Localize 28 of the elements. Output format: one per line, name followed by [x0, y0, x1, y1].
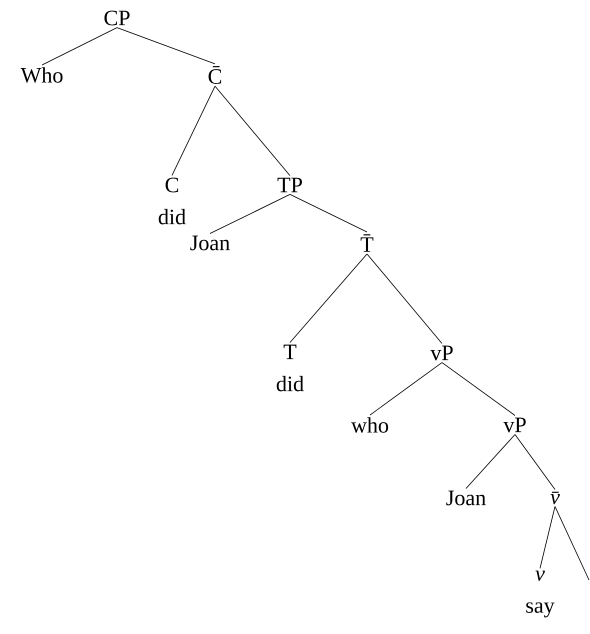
branch-line — [116, 27, 216, 64]
tree-label: v̄ — [550, 492, 560, 504]
tree-label: C̄ — [208, 66, 222, 84]
tree-label: Joan — [446, 490, 486, 506]
tree-label: T̄ — [360, 234, 374, 252]
tree-label: v say — [526, 570, 555, 618]
tree-label: Joan — [190, 236, 230, 250]
tree-label: TP — [278, 178, 302, 192]
tree-label: vP — [430, 346, 453, 360]
tree-label: Who — [20, 67, 63, 83]
branch-line — [442, 362, 516, 416]
tree-label: CP — [104, 10, 130, 26]
branch-line — [290, 254, 368, 343]
branch-line — [172, 86, 216, 176]
branch-line — [540, 506, 556, 569]
branch-line — [290, 194, 368, 232]
branch-line — [214, 86, 290, 176]
tree-label: who — [351, 417, 388, 433]
tree-label: vP — [503, 418, 526, 432]
branch-line — [366, 254, 442, 344]
tree-label: T did — [276, 344, 304, 392]
tree-label: C did — [158, 178, 186, 224]
branch-line — [210, 194, 290, 234]
branch-line — [554, 506, 590, 580]
branch-line — [514, 434, 556, 490]
branch-line — [370, 362, 442, 416]
branch-line — [466, 434, 516, 489]
branch-line — [42, 27, 118, 66]
